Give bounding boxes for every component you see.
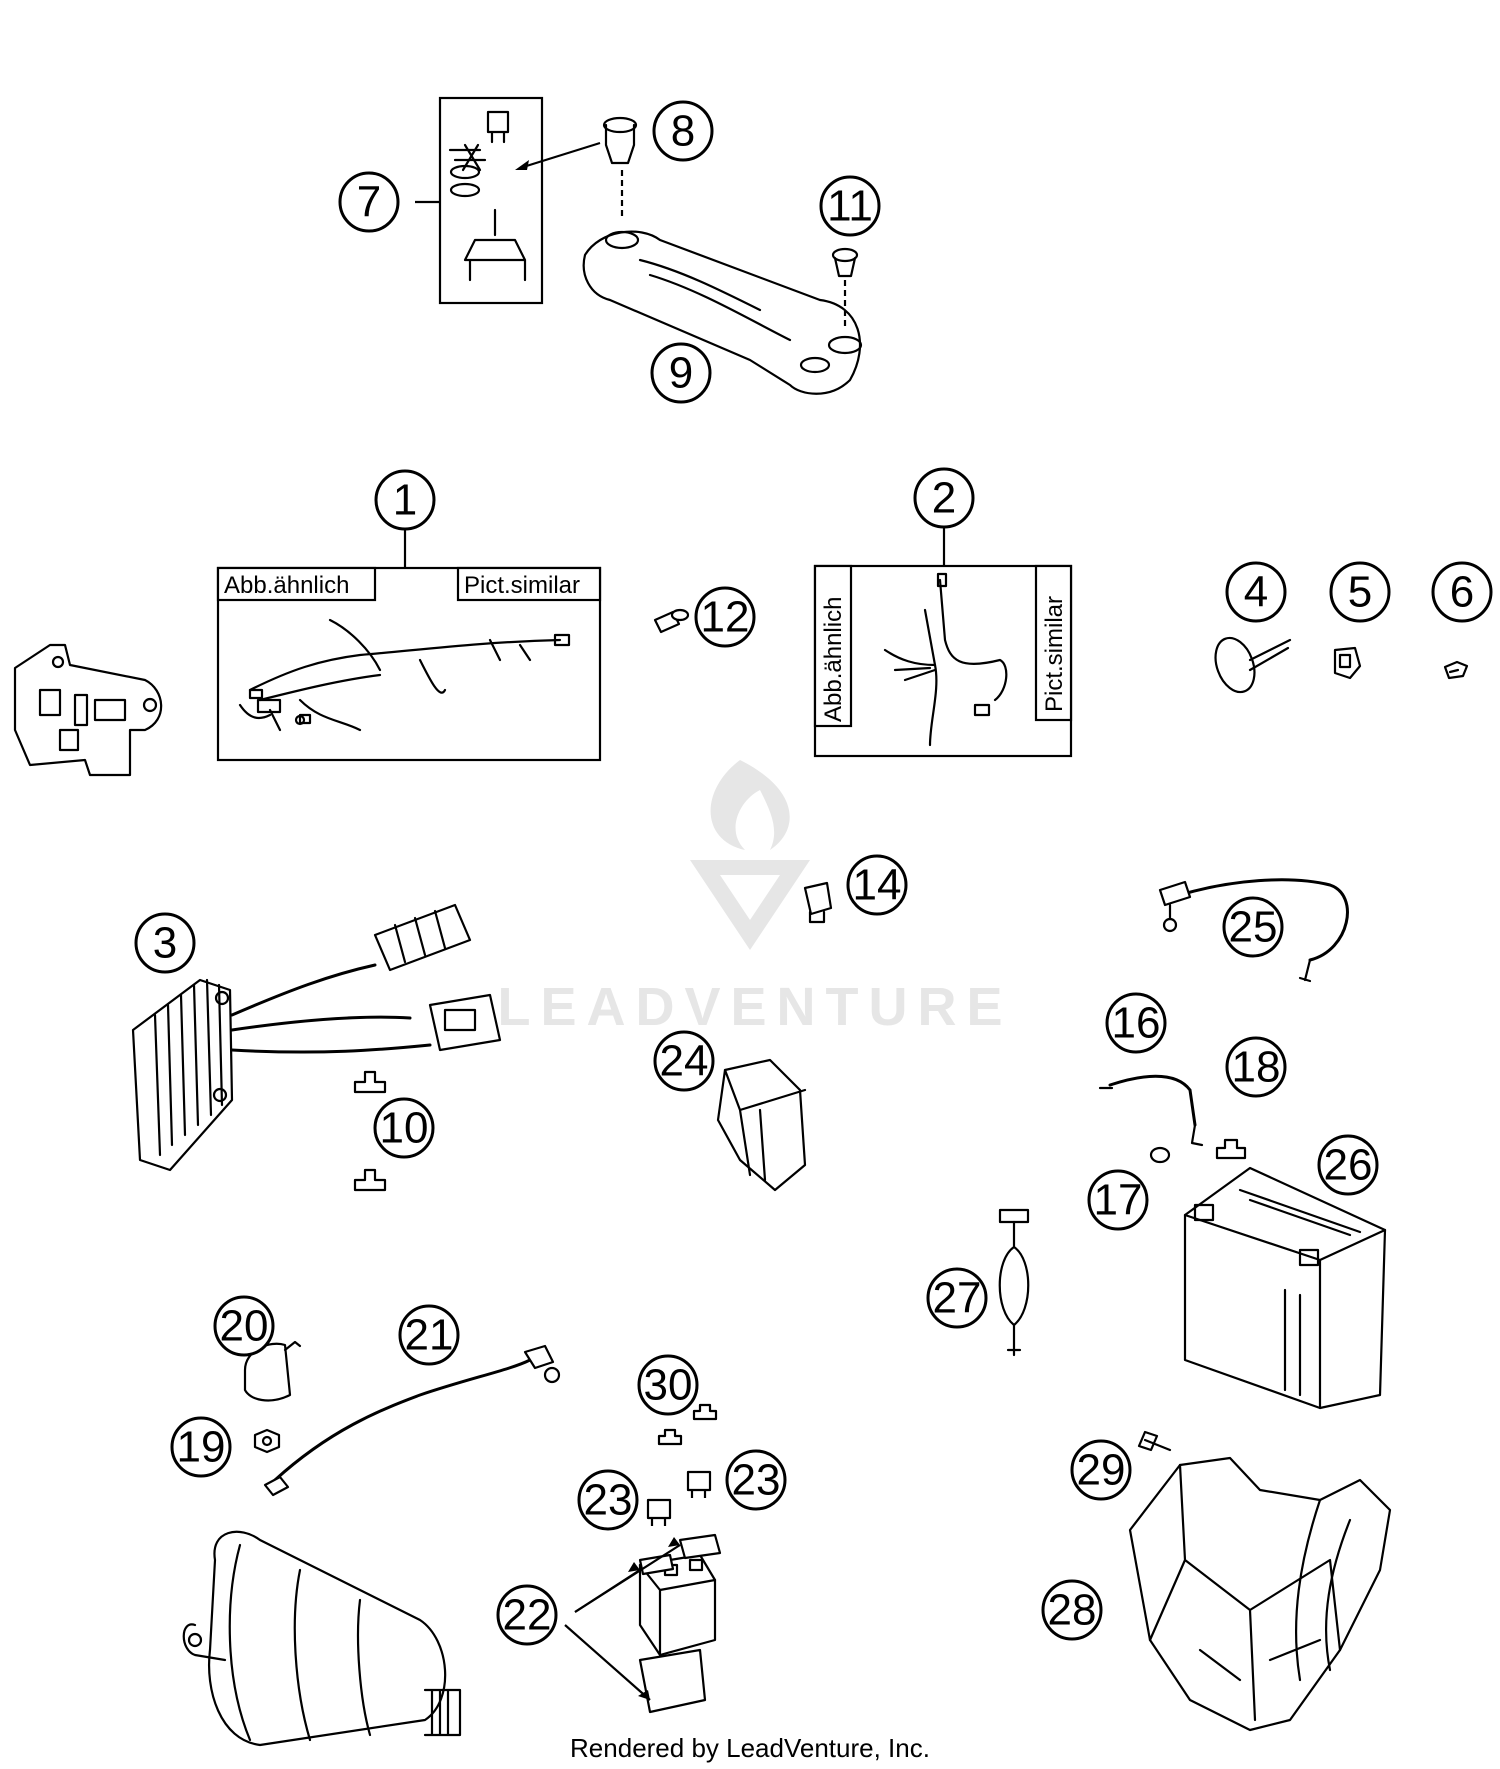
part-16-ground-wire bbox=[1098, 1074, 1204, 1147]
callout-17: 17 bbox=[1087, 1169, 1149, 1231]
part-3-voltage-regulator bbox=[131, 903, 502, 1172]
callout-14-label: 14 bbox=[853, 861, 902, 910]
callout-30: 30 bbox=[637, 1354, 699, 1416]
box1-label-left: Abb.ähnlich bbox=[224, 572, 349, 599]
callout-11-label: 11 bbox=[827, 182, 873, 231]
callout-10: 10 bbox=[373, 1097, 435, 1159]
callout-4: 4 bbox=[1225, 561, 1287, 623]
callout-21-label: 21 bbox=[405, 1311, 454, 1360]
callout-19-label: 19 bbox=[177, 1423, 226, 1472]
callout-5: 5 bbox=[1329, 561, 1391, 623]
callout-23-right: 23 bbox=[725, 1449, 787, 1511]
callout-27-label: 27 bbox=[933, 1274, 982, 1323]
callout-2-label: 2 bbox=[932, 474, 956, 523]
callout-6: 6 bbox=[1431, 561, 1493, 623]
part-5-clip bbox=[1333, 646, 1362, 680]
part-14-relay bbox=[803, 881, 833, 924]
callout-22: 22 bbox=[496, 1584, 558, 1646]
part-6-clip bbox=[1443, 660, 1469, 680]
callout-8-label: 8 bbox=[671, 107, 695, 156]
callout-24-label: 24 bbox=[660, 1037, 709, 1086]
callout-10-label: 10 bbox=[380, 1104, 429, 1153]
part-2-secondary-wiring-harness: Abb.ähnlich Pict.similar bbox=[813, 528, 1073, 758]
callout-7: 7 bbox=[338, 171, 400, 233]
callout-16-label: 16 bbox=[1112, 999, 1161, 1048]
callout-3: 3 bbox=[134, 912, 196, 974]
box1-label-right: Pict.similar bbox=[464, 572, 580, 599]
part-7-lock-assembly bbox=[415, 96, 544, 305]
callout-17-label: 17 bbox=[1094, 1176, 1143, 1225]
callout-25-label: 25 bbox=[1229, 903, 1278, 952]
callout-14: 14 bbox=[846, 854, 908, 916]
callout-18: 18 bbox=[1225, 1036, 1287, 1098]
part-12-bulb bbox=[653, 608, 690, 634]
part-19-nut bbox=[253, 1428, 281, 1454]
callout-2: 2 bbox=[913, 467, 975, 529]
part-21-starter-cable bbox=[263, 1344, 561, 1497]
callout-28-label: 28 bbox=[1048, 1586, 1097, 1635]
callout-3-label: 3 bbox=[153, 919, 177, 968]
part-30-screws bbox=[657, 1403, 718, 1446]
box2-label-right: Pict.similar bbox=[1041, 596, 1068, 712]
callout-1: 1 bbox=[374, 469, 436, 531]
mounting-bracket bbox=[13, 643, 163, 777]
part-1-main-wiring-harness: Abb.ähnlich Pict.similar bbox=[216, 530, 602, 762]
callout-7-label: 7 bbox=[357, 178, 381, 227]
watermark-text: LEADVENTURE bbox=[497, 977, 1012, 1037]
part-26-battery bbox=[1183, 1166, 1387, 1410]
callout-22-label: 22 bbox=[503, 1591, 552, 1640]
callout-28: 28 bbox=[1041, 1579, 1103, 1641]
part-10-screws bbox=[353, 1070, 387, 1192]
callout-6-label: 6 bbox=[1450, 568, 1474, 617]
callout-26-label: 26 bbox=[1324, 1141, 1373, 1190]
part-28-battery-box bbox=[1128, 1456, 1392, 1732]
callout-23-left: 23 bbox=[577, 1469, 639, 1531]
callout-5-label: 5 bbox=[1348, 568, 1372, 617]
callout-11: 11 bbox=[819, 175, 881, 237]
callout-30-label: 30 bbox=[644, 1361, 693, 1410]
leadventure-watermark: LEADVENTURE bbox=[497, 760, 1012, 1037]
box2-label-left: Abb.ähnlich bbox=[820, 597, 847, 722]
callout-26: 26 bbox=[1317, 1134, 1379, 1196]
callout-12: 12 bbox=[694, 586, 756, 648]
callout-4-label: 4 bbox=[1244, 568, 1268, 617]
callout-20: 20 bbox=[213, 1295, 275, 1357]
footer-credit: Rendered by LeadVenture, Inc. bbox=[570, 1733, 930, 1763]
part-25-battery-cable bbox=[1158, 878, 1349, 983]
part-29-screw bbox=[1137, 1430, 1172, 1452]
part-11-plug bbox=[831, 247, 859, 330]
part-24-control-unit bbox=[716, 1058, 807, 1192]
part-27-fuse-holder bbox=[998, 1208, 1030, 1357]
callout-23-left-label: 23 bbox=[584, 1476, 633, 1525]
callout-25: 25 bbox=[1222, 896, 1284, 958]
callout-19: 19 bbox=[170, 1416, 232, 1478]
starter-motor bbox=[182, 1530, 462, 1747]
callout-18-label: 18 bbox=[1232, 1043, 1281, 1092]
part-23-fuses bbox=[646, 1470, 712, 1526]
callout-9-label: 9 bbox=[669, 349, 693, 398]
part-9-triple-clamp bbox=[582, 230, 863, 395]
callout-1-label: 1 bbox=[393, 476, 417, 525]
callout-20-label: 20 bbox=[220, 1302, 269, 1351]
callout-8: 8 bbox=[652, 100, 714, 162]
part-8-bushing bbox=[515, 116, 638, 220]
callout-16: 16 bbox=[1105, 992, 1167, 1054]
callout-23-right-label: 23 bbox=[732, 1456, 781, 1505]
part-17-washer bbox=[1149, 1146, 1171, 1164]
part-18-screw bbox=[1215, 1138, 1247, 1160]
callout-29-label: 29 bbox=[1077, 1446, 1126, 1495]
callout-24: 24 bbox=[653, 1030, 715, 1092]
callout-29: 29 bbox=[1070, 1439, 1132, 1501]
callout-9: 9 bbox=[650, 342, 712, 404]
callout-21: 21 bbox=[398, 1304, 460, 1366]
callout-12-label: 12 bbox=[701, 593, 750, 642]
part-22-starter-relay bbox=[564, 1533, 722, 1714]
part-4-cable-tie bbox=[1214, 636, 1292, 694]
callout-27: 27 bbox=[926, 1267, 988, 1329]
